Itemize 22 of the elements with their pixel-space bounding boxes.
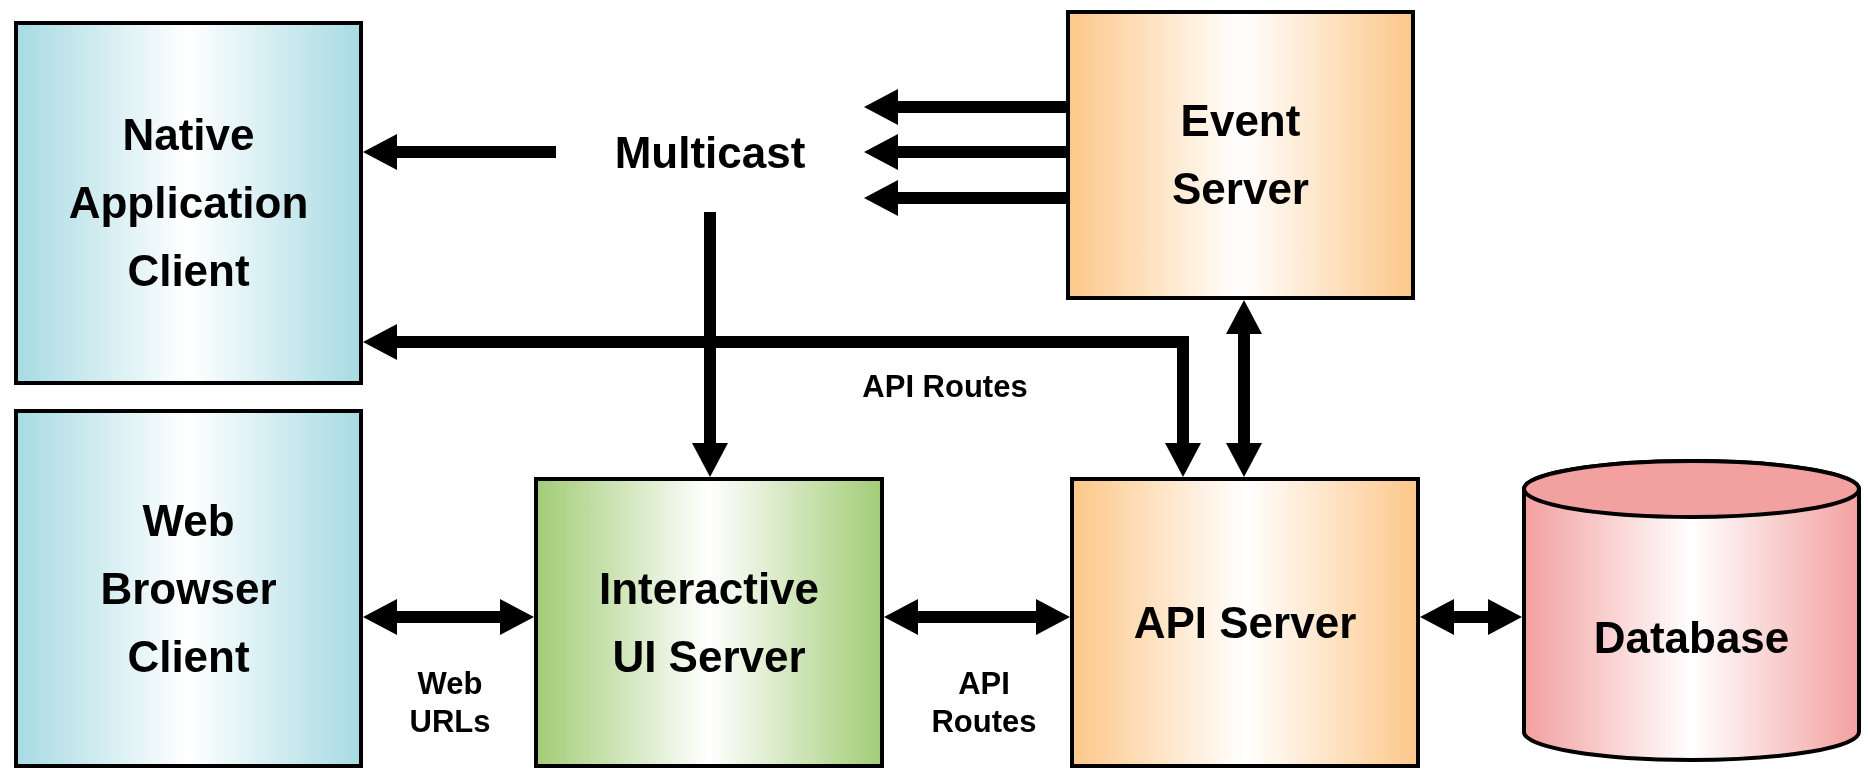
arrow (363, 599, 534, 635)
client-box (14, 21, 363, 385)
arrow (363, 324, 1201, 477)
client-box (14, 409, 363, 768)
node-label: Native Application Client (67, 109, 310, 297)
arrow (692, 212, 728, 477)
server-box (1070, 477, 1420, 768)
node-text: Multicast (614, 127, 806, 179)
node-label: Web Browser Client (99, 494, 278, 683)
node-label: API Server (1133, 596, 1357, 649)
server-box (1066, 10, 1415, 300)
arrow (864, 134, 1066, 170)
arrow (1226, 300, 1262, 477)
arrow (363, 134, 556, 170)
node-label: Database (1593, 611, 1790, 664)
node-label: Event Server (1171, 95, 1310, 215)
arrow (864, 180, 1066, 216)
arrow (864, 89, 1066, 125)
arrow (884, 599, 1070, 635)
arrow (1420, 599, 1522, 635)
server-box (534, 477, 884, 768)
node-label: Interactive UI Server (597, 562, 821, 683)
